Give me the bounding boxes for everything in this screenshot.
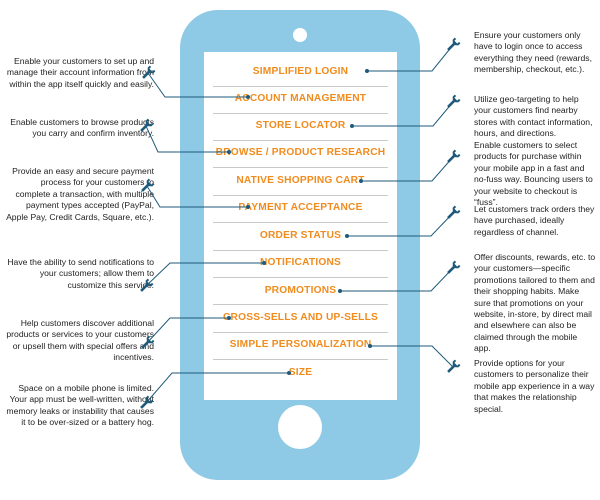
feature-divider [213, 195, 388, 196]
wrench-icon [447, 359, 461, 373]
feature-divider [213, 332, 388, 333]
wrench-icon [142, 65, 156, 79]
connector-account-management [142, 65, 250, 99]
dot-icon [246, 95, 250, 99]
connector-simplified-login [365, 37, 461, 73]
dot-icon [350, 124, 354, 128]
note-payment: Provide an easy and secure payment proce… [6, 166, 154, 222]
wrench-icon [140, 118, 154, 132]
feature-cross-sells-up-sells: CROSS-SELLS AND UP-SELLS [223, 312, 378, 323]
dot-icon [262, 261, 266, 265]
connector-personalization [368, 344, 461, 373]
dot-icon [338, 289, 342, 293]
feature-account-management: ACCOUNT MANAGEMENT [234, 93, 367, 104]
feature-order-status: ORDER STATUS [259, 230, 342, 241]
connector-browse [140, 118, 231, 154]
feature-divider [213, 250, 388, 251]
feature-native-shopping-cart: NATIVE SHOPPING CART [236, 175, 365, 186]
wrench-icon [447, 94, 461, 108]
note-personalization: Provide options for your customers to pe… [474, 358, 595, 414]
wrench-icon [140, 278, 154, 292]
connector-payment [141, 178, 250, 209]
feature-divider [213, 222, 388, 223]
dot-icon [365, 69, 369, 73]
dot-icon [345, 234, 349, 238]
feature-notifications: NOTIFICATIONS [259, 257, 342, 268]
feature-divider [213, 167, 388, 168]
dot-icon [227, 150, 231, 154]
feature-divider [213, 86, 388, 87]
dot-icon [359, 179, 363, 183]
home-button [278, 405, 322, 449]
phone-screen [204, 52, 397, 400]
wrench-icon [447, 149, 461, 163]
connector-order-status [345, 205, 461, 238]
dot-icon [227, 316, 231, 320]
connector-store-locator [350, 94, 461, 128]
camera-icon [293, 28, 307, 42]
feature-store-locator: STORE LOCATOR [255, 120, 346, 131]
note-notifications: Have the ability to send notifications t… [7, 257, 154, 290]
note-account-management: Enable your customers to set up and mana… [6, 56, 154, 89]
wrench-icon [140, 395, 154, 409]
wrench-icon [447, 260, 461, 274]
feature-payment-acceptance: PAYMENT ACCEPTANCE [238, 202, 363, 213]
feature-divider [213, 277, 388, 278]
note-promotions: Offer discounts, rewards, etc. to your c… [474, 252, 596, 354]
note-size: Space on a mobile phone is limited. Your… [6, 383, 154, 428]
feature-divider [213, 140, 388, 141]
dot-icon [368, 344, 372, 348]
feature-divider [213, 113, 388, 114]
note-shopping-cart: Enable customers to select products for … [474, 140, 593, 208]
feature-promotions: PROMOTIONS [264, 285, 337, 296]
note-store-locator: Utilize geo-targeting to help your custo… [474, 94, 593, 139]
dot-icon [287, 371, 291, 375]
connector-notifications [140, 261, 266, 292]
wrench-icon [447, 37, 461, 51]
feature-size: SIZE [288, 367, 313, 378]
wrench-icon [141, 178, 155, 192]
feature-divider [213, 359, 388, 360]
connector-size [140, 371, 291, 409]
note-cross-sells: Help customers discover additional produ… [6, 318, 154, 363]
feature-simplified-login: SIMPLIFIED LOGIN [252, 66, 349, 77]
connector-promotions [338, 260, 461, 293]
note-browse: Enable customers to browse products you … [10, 117, 154, 139]
note-simplified-login: Ensure your customers only have to login… [474, 30, 592, 75]
wrench-icon [447, 205, 461, 219]
dot-icon [246, 205, 250, 209]
connector-shopping-cart [359, 149, 461, 183]
feature-browse-product-research: BROWSE / PRODUCT RESEARCH [215, 147, 386, 158]
feature-simple-personalization: SIMPLE PERSONALIZATION [229, 339, 372, 350]
wrench-icon [141, 335, 155, 349]
connector-cross-sells [141, 316, 231, 349]
feature-divider [213, 304, 388, 305]
note-order-status: Let customers track orders they have pur… [474, 204, 595, 237]
